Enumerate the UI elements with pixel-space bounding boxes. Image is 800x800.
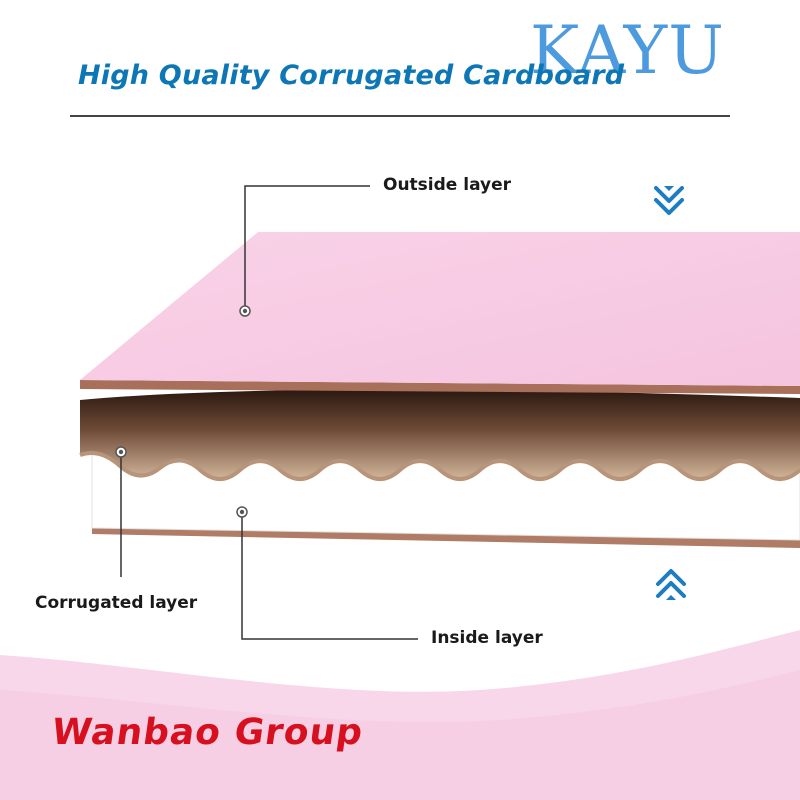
double-chevron-up-icon [656,569,686,600]
inside-layer-leader [236,506,418,640]
corrugated-layer-sheet [79,389,800,481]
outside-layer-sheet [80,232,800,394]
double-chevron-down-icon [654,186,684,215]
outside-layer-leader [239,185,370,317]
brand-watermark: KAYU [530,12,725,89]
corrugated-layer-leader [115,446,127,577]
inside-layer-label: Inside layer [431,628,543,648]
brand-logo: Wanbao Group [49,712,366,753]
corrugated-layer-label: Corrugated layer [35,593,198,613]
title-underline [70,115,730,117]
outside-layer-label: Outside layer [383,175,512,195]
page-title: High Quality Corrugated Cardboard [78,60,625,91]
